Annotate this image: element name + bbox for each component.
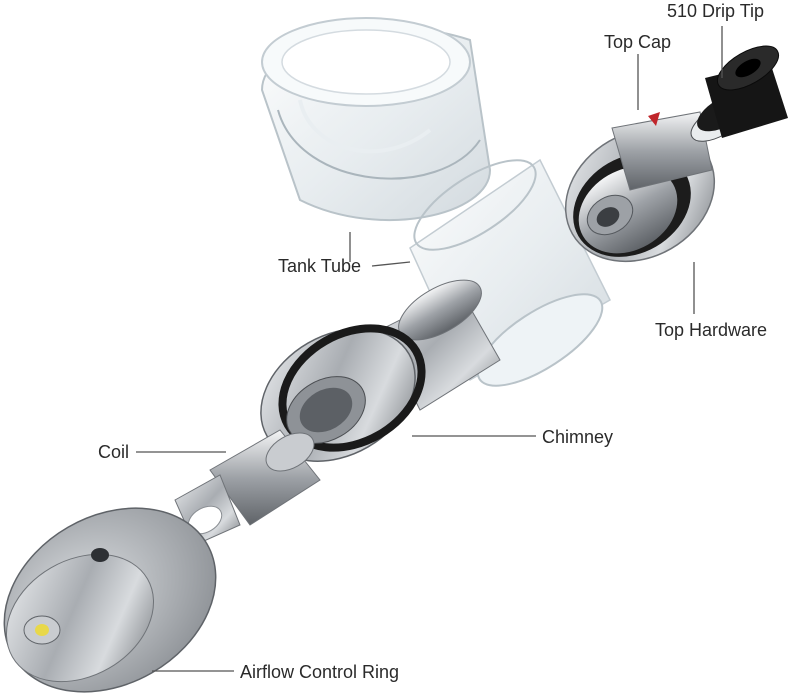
airflow-base-part <box>3 507 217 693</box>
bubble-glass <box>260 17 492 221</box>
label-coil: Coil <box>98 442 129 462</box>
label-drip-tip: 510 Drip Tip <box>667 1 764 21</box>
label-tank-tube: Tank Tube <box>278 256 361 276</box>
label-chimney: Chimney <box>542 427 613 447</box>
label-airflow-ring: Airflow Control Ring <box>240 662 399 682</box>
leader-lines <box>136 26 723 672</box>
drip-tip-part <box>690 45 788 142</box>
label-top-cap: Top Cap <box>604 32 671 52</box>
label-top-hardware: Top Hardware <box>655 320 767 340</box>
leader-tank-tube-2 <box>371 261 411 267</box>
top-hardware-part <box>564 111 716 263</box>
chimney-part <box>260 279 501 462</box>
